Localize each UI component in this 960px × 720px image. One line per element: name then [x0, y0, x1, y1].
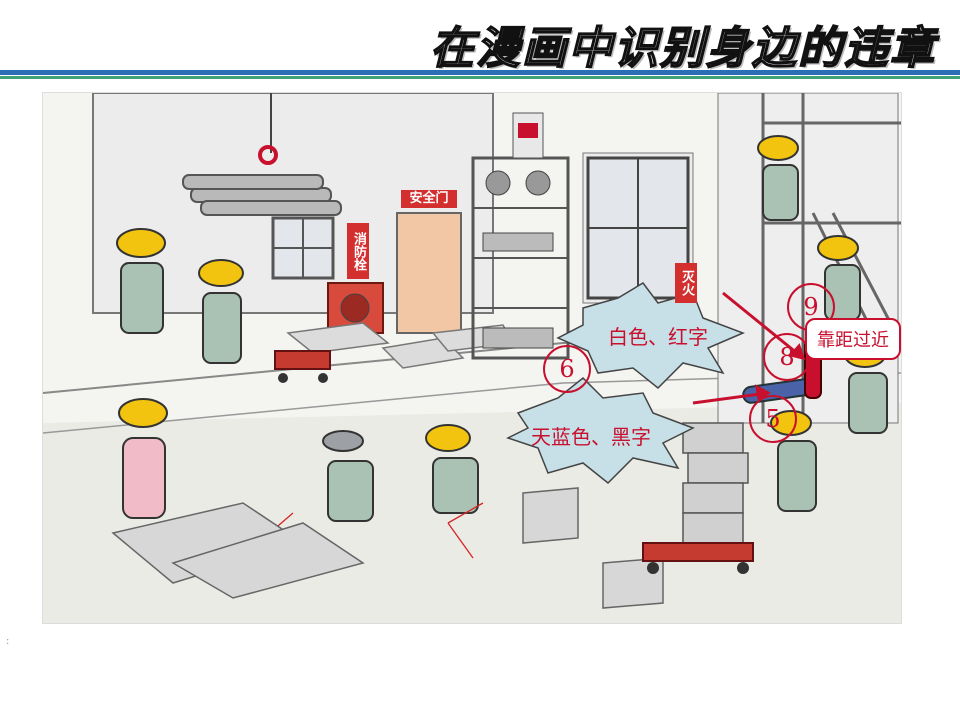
burst-label-white-red: 白色、红字 — [608, 325, 708, 349]
page-title: 在漫画中识别身边的违章 — [429, 22, 936, 75]
hydrant-sign: 消防栓 — [347, 223, 369, 279]
title-rule-green — [0, 76, 960, 79]
callout-number-8: 8 — [763, 333, 811, 381]
shelf — [471, 112, 570, 360]
safety-door-sign: 安全门 — [401, 190, 457, 208]
callout-number-6: 6 — [543, 345, 591, 393]
hanging-pipes — [182, 174, 342, 216]
burst-white-red — [556, 282, 746, 390]
extinguisher-sign: 灭火 — [675, 263, 697, 303]
burst-skyblue-black — [506, 376, 695, 485]
workers — [116, 135, 888, 522]
scene-drawing — [43, 93, 901, 623]
distance-note: 靠距过近 — [805, 318, 901, 360]
window-right — [586, 156, 690, 300]
title-rule-blue — [0, 70, 960, 75]
cartoon-illustration: 消防栓 安全门 灭火 白色、红字 天蓝色、黑字 5 6 7 8 9 靠距过近 — [42, 92, 902, 624]
page-corner-mark: : — [6, 636, 10, 647]
callout-number-5: 5 — [749, 395, 797, 443]
window-left — [271, 216, 335, 280]
burst-label-skyblue-black: 天蓝色、黑字 — [531, 425, 651, 449]
